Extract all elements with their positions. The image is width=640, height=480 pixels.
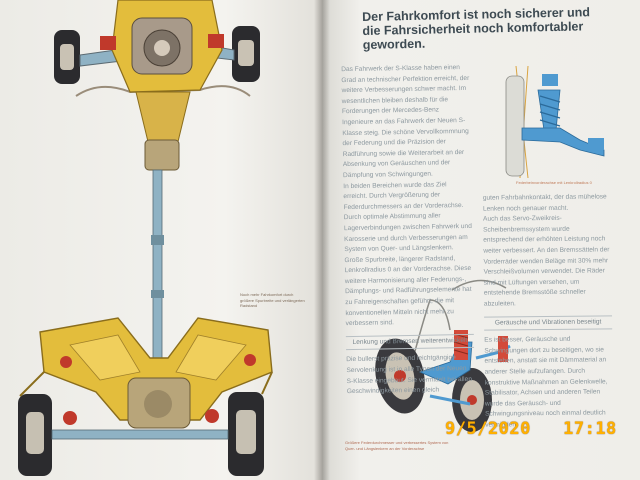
left-paragraph-3: Die bullerst präzise und leichtgängige S… [346, 354, 473, 396]
heading-line-2: die Fahrsicherheit noch komfortabler gew… [362, 19, 584, 52]
stamp-time: 17:18 [563, 419, 617, 439]
right-subheading: Geräusche und Vibrationen beseitigt [484, 314, 613, 331]
left-paragraph-2: In beiden Bereichen wurde das Ziel errei… [343, 180, 472, 328]
strut-illustration [505, 65, 605, 179]
right-paragraph-1: guten Fahrbahnkontakt, der das mühelose … [482, 193, 607, 213]
text-column-right: guten Fahrbahnkontakt, der das mühelose … [483, 192, 613, 431]
book-gutter-shadow [314, 0, 330, 480]
date-time-stamp: 9/5/2020 17:18 [445, 419, 617, 439]
left-subheading: Lenkung und Bremsen weiterentwickelt [345, 333, 475, 351]
right-paragraph-3: Es ist besser, Geräusche und Schwingunge… [484, 335, 608, 429]
front-suspension-illustration [375, 279, 511, 432]
caption-front-suspension: Größere Federdurchmesser und verbesserte… [345, 440, 449, 451]
rear-subframe-drawing [18, 317, 273, 476]
left-paragraph-1: Das Fahrwerk der S-Klasse haben einen Gr… [341, 64, 470, 180]
front-axle-drawing [54, 0, 260, 171]
stamp-date: 9/5/2020 [445, 419, 531, 439]
page-heading: Der Fahrkomfort ist noch sicherer und di… [362, 5, 618, 52]
caption-chassis: Noch mehr Fahrkomfort durch größere Spur… [240, 292, 305, 308]
right-paragraph-2: Auch das Servo-Zweikreis-Scheibenbremssy… [482, 215, 610, 308]
caption-strut: Federbeinvorderachse mit Lenkrollradius … [516, 180, 592, 185]
text-column-left: Das Fahrwerk der S-Klasse haben einen Gr… [341, 63, 475, 398]
driveshaft-drawing [151, 169, 164, 361]
